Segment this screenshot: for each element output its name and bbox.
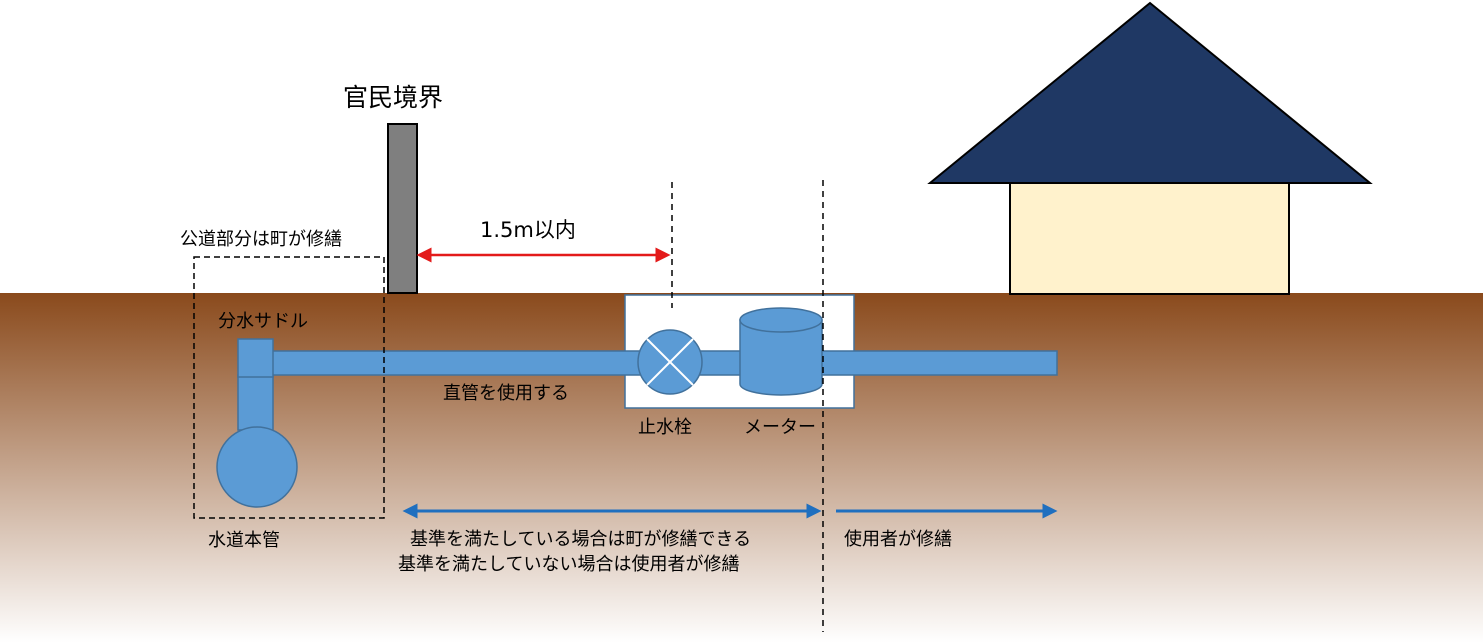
stop-valve-label: 止水栓 xyxy=(638,417,692,438)
meter-label: メーター xyxy=(744,417,816,438)
house-wall xyxy=(1009,180,1290,295)
boundary-post xyxy=(387,123,418,294)
user-repair-label: 使用者が修繕 xyxy=(844,529,952,550)
straight-pipe-label: 直管を使用する xyxy=(443,383,569,404)
distribution-saddle xyxy=(237,338,274,378)
town-repair-label: 基準を満たしている場合は町が修繕できる xyxy=(410,529,752,550)
public-road-box xyxy=(193,256,385,519)
house-roof xyxy=(927,1,1373,184)
boundary-label: 官民境界 xyxy=(343,83,444,112)
water-main-pipe xyxy=(216,426,298,508)
distance-label: 1.5m以内 xyxy=(480,218,576,242)
main-pipe-label: 水道本管 xyxy=(208,530,280,551)
user-repair-if-not-label: 基準を満たしていない場合は使用者が修繕 xyxy=(398,554,740,575)
saddle-label: 分水サドル xyxy=(218,311,308,332)
public-road-repair-label: 公道部分は町が修繕 xyxy=(180,229,342,250)
meter xyxy=(739,319,823,396)
stop-valve-cross-b xyxy=(646,338,694,386)
meter-top xyxy=(739,307,823,333)
saddle-riser xyxy=(237,374,274,431)
